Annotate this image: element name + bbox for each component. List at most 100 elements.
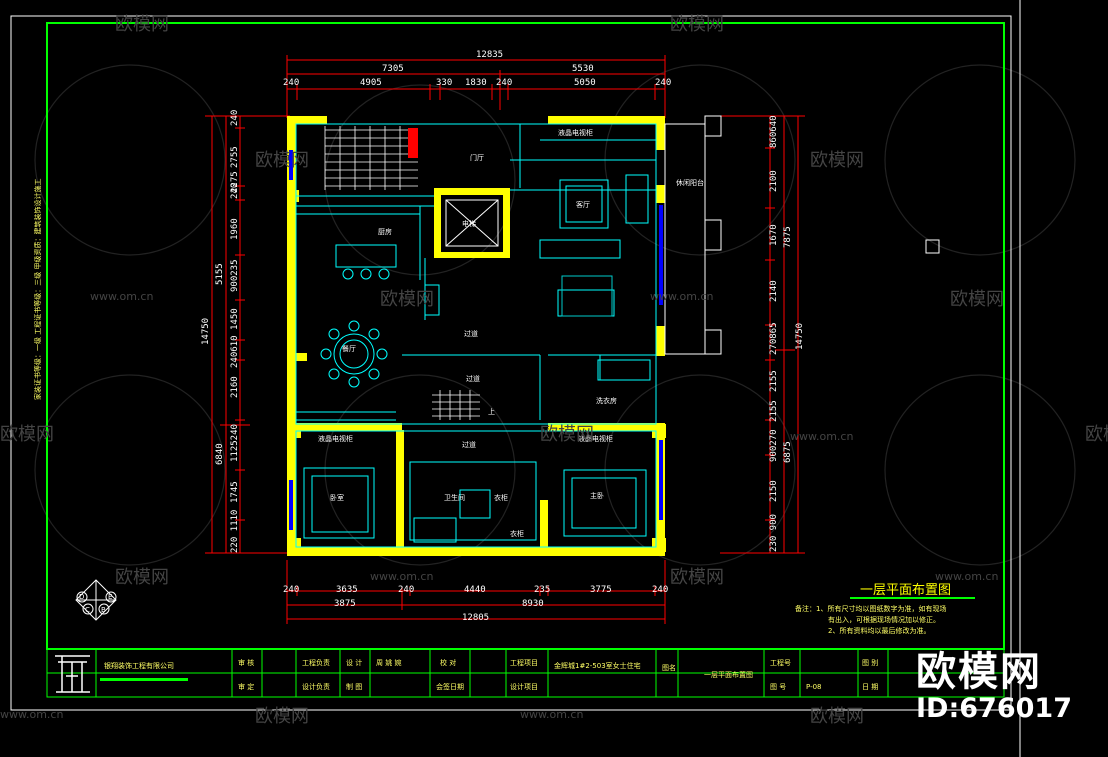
side-note: 家装证书等级：一级 工程证书等级：三级 甲级资质：建筑装饰设计施工: [33, 179, 42, 400]
cursor-marker: [925, 239, 940, 254]
tb-c3a: 设 计: [346, 658, 362, 667]
stair-marker: [408, 128, 418, 158]
dim-left-v3: 240: [230, 183, 240, 199]
dim-right-v6: 2155: [769, 400, 779, 422]
dim-bottom-a: 3875: [334, 599, 356, 609]
company-underline: [100, 678, 188, 681]
dim-left-v1: 2755: [230, 146, 240, 168]
title-block-text: 银翔装饰工程有限公司 审 核 审 定 工程负责 设计负责 设 计 制 图 周 姚…: [104, 658, 878, 691]
dining-table-2: [561, 275, 613, 317]
stairs-top: [324, 126, 418, 190]
compass-c: C: [85, 606, 90, 614]
dim-bottom-s3: 240: [398, 585, 414, 595]
floor-plan: [287, 115, 722, 556]
interior-lines: [295, 123, 657, 548]
label-tv-2: 液晶电视柜: [318, 434, 353, 443]
dim-left-v4: 1960: [230, 218, 240, 240]
dim-top-s4: 1830: [465, 78, 487, 88]
tb-c8: 图名: [662, 663, 676, 672]
room-kitchen: 厨房: [378, 227, 392, 236]
room-bath: 卫生间: [444, 493, 465, 502]
dim-left-v5: 900235: [230, 259, 240, 292]
dimension-text-left: 14750 5155 6840 240 2755 2275 240 1960 9…: [201, 110, 240, 553]
svg-text:欧模网: 欧模网: [810, 150, 864, 171]
tb-c5b: 会签日期: [436, 682, 464, 691]
dim-right-v7: 900270: [769, 429, 779, 462]
dimension-text-right: 14750 7875 6875 860640 2100 1670 2140 27…: [769, 115, 805, 552]
svg-text:www.om.cn: www.om.cn: [935, 570, 998, 583]
svg-text:欧模网: 欧模网: [540, 424, 594, 445]
dim-top-s1: 240: [283, 78, 299, 88]
brand-name: 欧模网: [916, 649, 1043, 695]
tb-c12a: 图 别: [862, 658, 878, 667]
room-balcony: 休闲阳台: [676, 178, 704, 187]
dim-top-s2: 4905: [360, 78, 382, 88]
room-corridor-2: 过道: [466, 374, 480, 383]
room-laundry: 洗衣房: [596, 396, 617, 405]
company-logo-icon: [55, 655, 90, 693]
dim-right-v4: 270865: [769, 322, 779, 355]
svg-text:欧模网: 欧模网: [380, 289, 434, 310]
dim-left-v10: 1745: [230, 481, 240, 503]
note-line-1: 备注：1、所有尺寸均以图纸数字为准，如有现场: [795, 604, 946, 613]
dim-bottom-s5: 235: [534, 585, 550, 595]
dim-bottom-s7: 240: [652, 585, 668, 595]
dim-left-v6: 1450: [230, 308, 240, 330]
tb-c6a: 工程项目: [510, 658, 538, 667]
dim-top-s3: 330: [436, 78, 452, 88]
dim-left-v8: 2160: [230, 376, 240, 398]
svg-text:欧模网: 欧模网: [115, 14, 169, 35]
svg-text:欧模网: 欧模网: [1085, 424, 1108, 445]
elevator-box: [445, 199, 499, 247]
watermark-circles: [34, 64, 1076, 566]
label-tv-3: 液晶电视柜: [578, 434, 613, 443]
room-corridor-1: 过道: [464, 329, 478, 338]
compass-icon: [75, 579, 117, 621]
dim-bottom-s2: 3635: [336, 585, 358, 595]
tb-c1b: 审 定: [238, 682, 254, 691]
dimension-text-bottom: 240 3635 240 4440 235 3775 240 3875 8930…: [283, 585, 668, 623]
watermarks: 欧模网 欧模网 欧模网 欧模网 www.om.cn 欧模网 www.om.cn …: [0, 14, 1108, 727]
windows: [289, 150, 663, 530]
dim-top-b: 5530: [572, 64, 594, 74]
dim-bottom-b: 8930: [522, 599, 544, 609]
svg-text:欧模网: 欧模网: [255, 706, 309, 727]
stairs-bottom: [432, 390, 480, 420]
tb-c10b: 图 号: [770, 683, 786, 691]
tb-c2b: 设计负责: [302, 682, 330, 691]
room-closet-1: 衣柜: [494, 493, 508, 502]
compass-e: E: [108, 593, 112, 601]
dim-right-v1: 2100: [769, 170, 779, 192]
room-dining: 餐厅: [342, 344, 356, 353]
tb-c5a: 校 对: [440, 658, 456, 667]
kitchen-island-stools: [342, 268, 390, 280]
tb-c12b: 日 期: [862, 683, 878, 691]
room-living: 客厅: [576, 200, 590, 209]
svg-text:www.om.cn: www.om.cn: [520, 708, 583, 721]
dim-bottom-s4: 4440: [464, 585, 486, 595]
dining-table: [320, 320, 388, 388]
brand-overlay: 欧模网 ID:676017: [916, 650, 1072, 724]
tb-c10a: 工程号: [770, 658, 791, 667]
svg-text:欧模网: 欧模网: [950, 289, 1004, 310]
dim-left-v11: 220 1110: [230, 510, 240, 553]
dim-right-total: 14750: [795, 323, 805, 350]
dim-left-b: 6840: [215, 443, 225, 465]
dim-right-v9: 230 900: [769, 514, 779, 552]
dim-right-v3: 2140: [769, 280, 779, 302]
dim-top-s6: 5050: [574, 78, 596, 88]
dim-right-v8: 2150: [769, 480, 779, 502]
title-block: [46, 648, 1005, 698]
svg-text:欧模网: 欧模网: [115, 567, 169, 588]
dim-left-a: 5155: [215, 263, 225, 285]
compass-b: B: [101, 606, 106, 614]
dim-left-total: 14750: [201, 318, 211, 345]
dim-bottom-total: 12805: [462, 613, 489, 623]
svg-text:www.om.cn: www.om.cn: [0, 708, 63, 721]
tb-c3b: 制 图: [346, 682, 362, 691]
dim-right-v5: 2155: [769, 370, 779, 392]
room-master: 主卧: [590, 491, 604, 500]
plan-title: 一层平面布置图: [860, 583, 951, 598]
dim-top-s5: 240: [496, 78, 512, 88]
